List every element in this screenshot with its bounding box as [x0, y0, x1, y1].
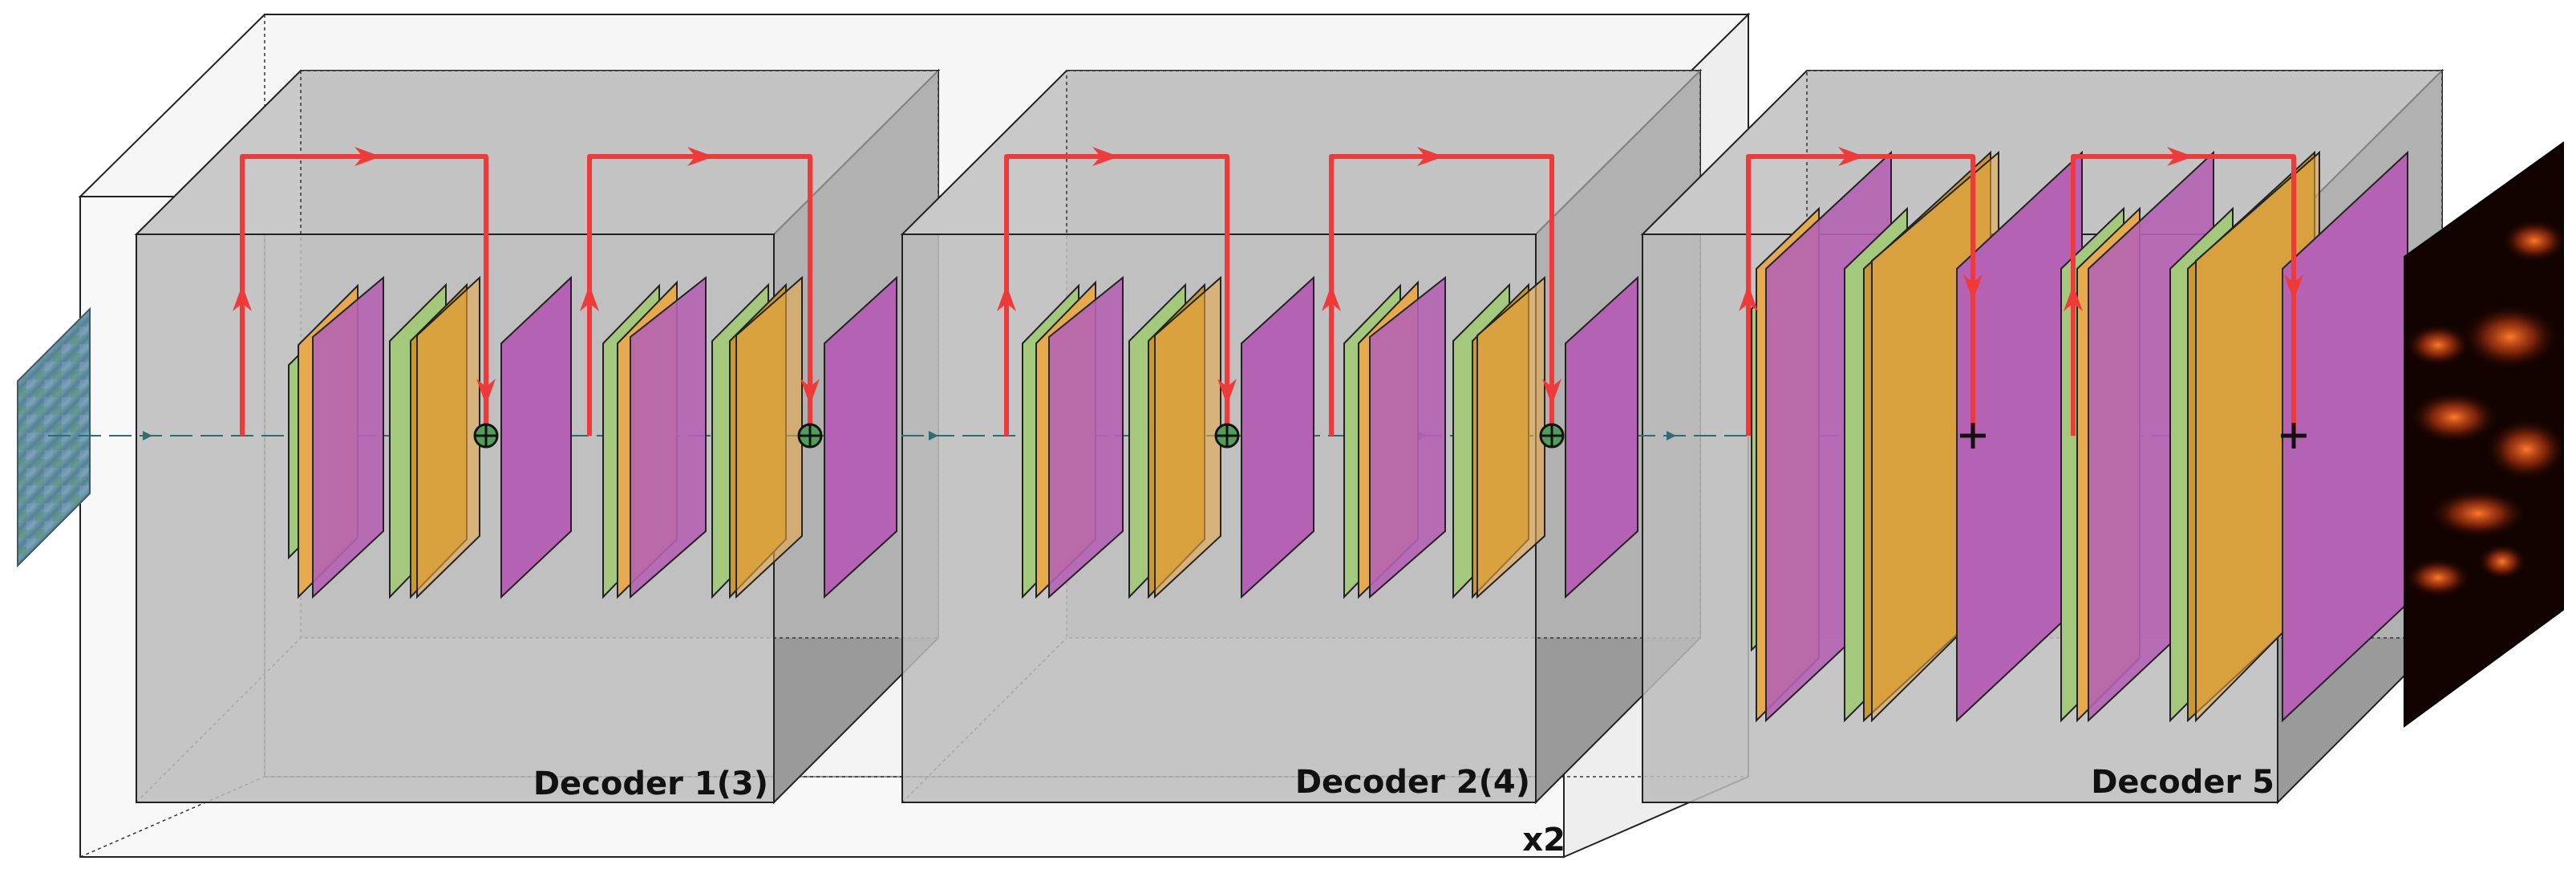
- output-heatmap: [2404, 141, 2564, 728]
- elementwise-sum-icon: [473, 423, 2307, 449]
- decoder-1-label: Decoder 1(3): [533, 765, 768, 802]
- decoder-5-label: Decoder 5: [2091, 764, 2274, 801]
- decoder-2-label: Decoder 2(4): [1295, 764, 1530, 801]
- decoder-2-layers: [1022, 275, 1638, 599]
- skip-arrowheads: [233, 147, 2303, 405]
- input-feature-map: [17, 307, 91, 568]
- decoder-5-layers: [1751, 150, 2408, 723]
- decoder-1-layers: [288, 275, 897, 599]
- repeat-label: x2: [1522, 822, 1565, 859]
